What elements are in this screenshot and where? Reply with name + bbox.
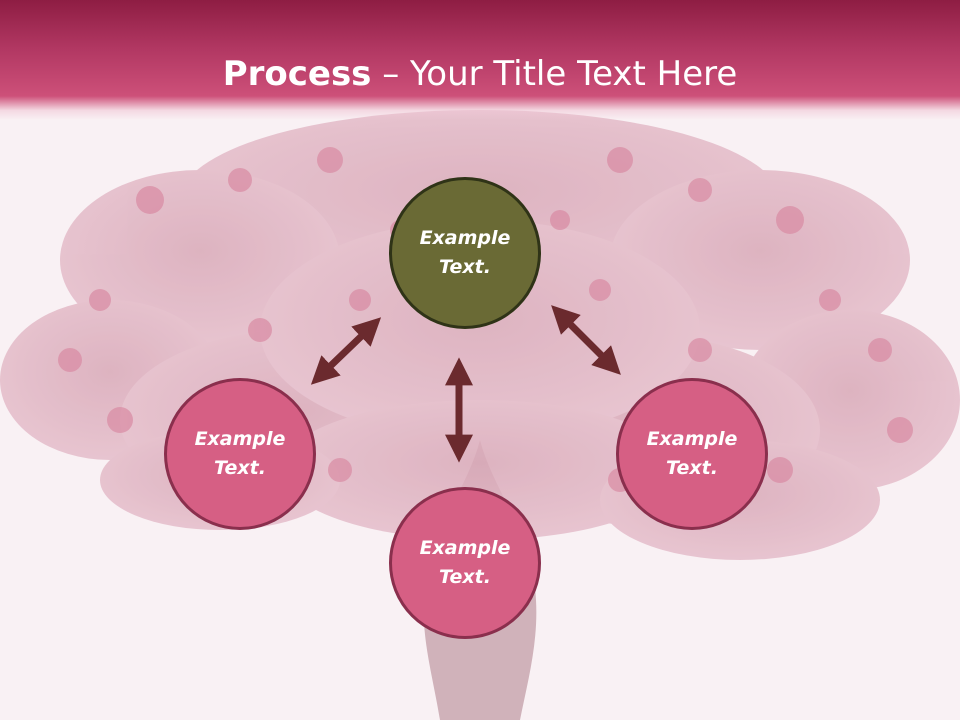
title-rest: – Your Title Text Here <box>371 54 738 94</box>
arrow-top-left <box>310 317 382 385</box>
node-top-line2: Text. <box>439 256 491 278</box>
page-title: Process – Your Title Text Here <box>0 52 960 96</box>
node-right-line2: Text. <box>666 457 718 479</box>
title-bar <box>0 0 960 120</box>
node-left-line2: Text. <box>214 457 266 479</box>
arrow-top-right <box>551 305 621 375</box>
node-left-line1: Example <box>194 428 286 450</box>
node-bottom-line1: Example <box>419 537 511 559</box>
node-right-line1: Example <box>646 428 738 450</box>
node-bottom-line2: Text. <box>439 566 491 588</box>
title-bold: Process <box>222 54 372 94</box>
node-top-line1: Example <box>419 227 511 249</box>
